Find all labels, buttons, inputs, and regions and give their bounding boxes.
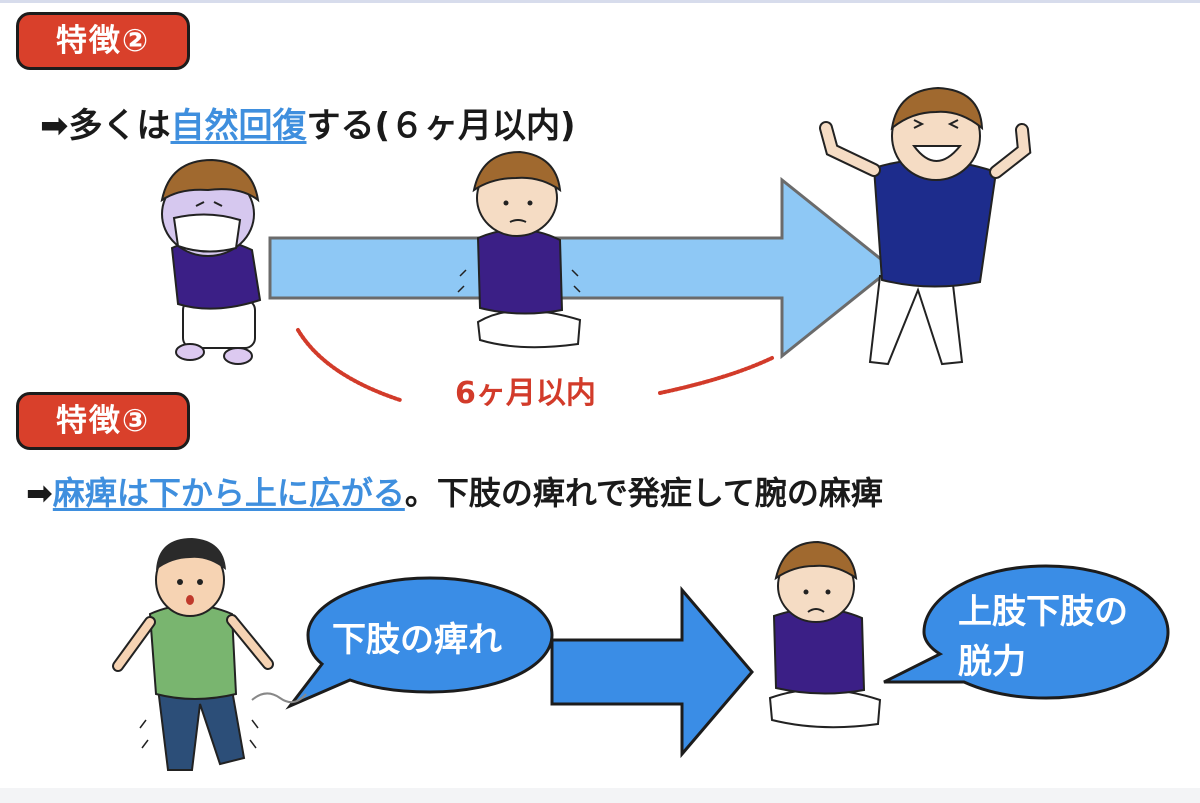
- startled-person-legs-trembling-icon: [112, 538, 307, 771]
- shaky-kneeling-person-icon: [457, 150, 582, 349]
- timeline-arc-left: [296, 328, 402, 402]
- feature-3-badge: 特徴③: [16, 392, 190, 450]
- weak-kneeling-person-icon: [768, 540, 882, 729]
- statement-2-suffix: する(６ヶ月以内): [306, 106, 576, 146]
- feature-2-statement: ➡多くは自然回復する(６ヶ月以内): [40, 98, 576, 147]
- feature-3-badge-text: 特徴③: [55, 402, 151, 439]
- progression-arrow: [550, 585, 754, 759]
- bottom-band: [0, 788, 1200, 803]
- left-speech-bubble: [285, 576, 554, 710]
- timeline-label: 6ヶ月以内: [455, 376, 596, 411]
- feature-2-badge-text: 特徴②: [55, 22, 151, 59]
- feature-2-badge: 特徴②: [16, 12, 190, 70]
- paralysis-spread-highlight: 麻痺は下から上に広がる: [52, 474, 405, 512]
- right-bubble-line1: 上肢下肢の: [958, 592, 1128, 632]
- statement-3-suffix: 。下肢の痺れで発症して腕の麻痺: [404, 474, 883, 512]
- timeline-arc-right: [658, 356, 774, 395]
- right-speech-bubble: [883, 564, 1170, 700]
- recovery-arrow: [268, 176, 895, 360]
- arrow-glyph-icon: ➡: [26, 474, 53, 512]
- right-bubble-line2: 脱力: [958, 642, 1026, 682]
- left-bubble-text: 下肢の痺れ: [332, 620, 502, 660]
- statement-2-prefix: 多くは: [68, 106, 171, 146]
- sick-person-with-mask-icon: [160, 158, 262, 365]
- cheering-recovered-person-icon: [819, 86, 1032, 366]
- arrow-glyph-icon: ➡: [40, 106, 69, 146]
- natural-recovery-highlight: 自然回復: [170, 106, 307, 146]
- feature-3-statement: ➡麻痺は下から上に広がる。下肢の痺れで発症して腕の麻痺: [26, 468, 883, 514]
- top-border: [0, 0, 1200, 3]
